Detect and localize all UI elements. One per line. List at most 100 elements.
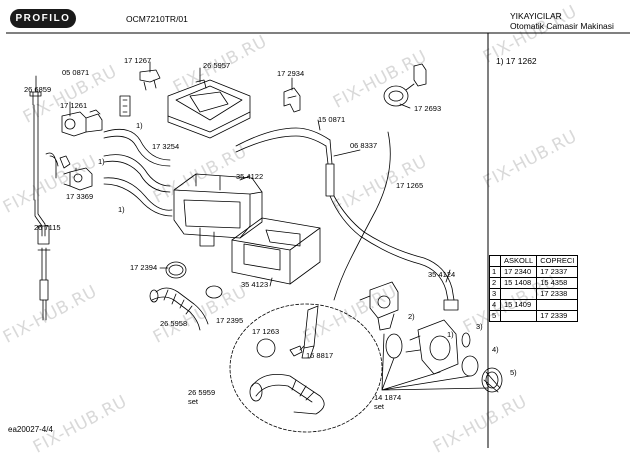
table-cell bbox=[499, 288, 538, 300]
elbow-pipe bbox=[45, 152, 59, 179]
table-header-cell: ASKOLL bbox=[499, 255, 538, 267]
detergent-drawer bbox=[173, 173, 263, 247]
footer-code: ea20027-4/4 bbox=[8, 425, 53, 434]
model-number: OCM7210TR/01 bbox=[126, 14, 188, 24]
callout-label: 3) bbox=[476, 322, 483, 331]
part-label: 35 4122 bbox=[236, 172, 264, 181]
supplier-parts-table: ASKOLL COPRECI 1 17 2340 17 2337 2 15 14… bbox=[489, 255, 579, 322]
part-label: 15 0871 bbox=[318, 115, 346, 124]
table-cell: 17 2339 bbox=[536, 310, 579, 322]
callout-label: 1) bbox=[118, 205, 125, 214]
pump-ring bbox=[461, 332, 471, 348]
part-label: 17 3254 bbox=[152, 142, 180, 151]
table-row: 2 15 1408 15 4358 bbox=[489, 277, 579, 289]
leader-354123 bbox=[269, 277, 273, 287]
part-label: set bbox=[188, 397, 199, 406]
pump-filter bbox=[481, 367, 503, 393]
part-label: 26 5957 bbox=[203, 61, 231, 70]
side-note: 1) 17 1262 bbox=[496, 56, 537, 66]
part-label: 26 5959 bbox=[188, 388, 216, 397]
leader-168817 bbox=[299, 345, 305, 351]
corrugated-hose bbox=[149, 287, 209, 331]
callout-label: 2) bbox=[408, 312, 415, 321]
pump-seal-ring bbox=[461, 355, 479, 377]
leader-354124 bbox=[445, 269, 451, 283]
part-label: 17 1263 bbox=[252, 327, 280, 336]
part-label: 17 3369 bbox=[66, 192, 94, 201]
hose-lower bbox=[103, 177, 173, 217]
table-row: 5 17 2339 bbox=[489, 310, 579, 322]
callout-label: 1) bbox=[98, 157, 105, 166]
table-cell: 5 bbox=[489, 310, 501, 322]
part-label: 17 2934 bbox=[277, 69, 305, 78]
leader-lines-pump bbox=[381, 333, 489, 391]
table-row: 4 15 1409 bbox=[489, 299, 579, 311]
category-subtitle: Otomatik Camasir Makinasi bbox=[510, 21, 614, 31]
detail-filter bbox=[301, 305, 319, 359]
detail-pump-hose bbox=[249, 373, 325, 415]
seal-ring-small bbox=[205, 285, 223, 299]
part-label: 06 8337 bbox=[350, 141, 378, 150]
leader-150871 bbox=[317, 119, 321, 131]
table-cell: 15 4358 bbox=[536, 277, 579, 289]
hose-upper bbox=[103, 128, 171, 167]
table-cell: 17 2338 bbox=[536, 288, 579, 300]
pressure-tube bbox=[333, 131, 391, 301]
table-cell: 17 2340 bbox=[499, 266, 538, 278]
small-clip bbox=[119, 95, 131, 117]
part-label: set bbox=[374, 402, 385, 411]
part-label: 26 5958 bbox=[160, 319, 188, 328]
hose-middle bbox=[103, 154, 171, 193]
valve-small bbox=[59, 155, 93, 191]
connector-plug bbox=[139, 69, 161, 91]
table-row: 3 17 2338 bbox=[489, 288, 579, 300]
part-label: 35 4123 bbox=[241, 280, 269, 289]
pressure-switch bbox=[383, 63, 427, 107]
hose-bracket bbox=[283, 87, 301, 113]
inlet-valve bbox=[61, 109, 103, 137]
drawer-cover bbox=[167, 79, 251, 139]
detail-ring bbox=[256, 338, 276, 358]
leader-068337 bbox=[333, 149, 361, 157]
pump-housing bbox=[405, 319, 459, 375]
table-row: 1 17 2340 17 2337 bbox=[489, 266, 579, 278]
drain-hose-long bbox=[329, 195, 459, 311]
part-label: 17 2395 bbox=[216, 316, 244, 325]
pump-seal bbox=[385, 333, 403, 359]
callout-label: 1) bbox=[136, 121, 143, 130]
part-label: 16 8817 bbox=[306, 351, 334, 360]
leader-172693 bbox=[399, 103, 411, 109]
part-label: 17 2394 bbox=[130, 263, 158, 272]
table-cell: 15 1408 bbox=[499, 277, 538, 289]
drain-pump bbox=[359, 281, 399, 331]
table-cell: 1 bbox=[489, 266, 501, 278]
part-label: 05 0871 bbox=[62, 68, 90, 77]
callout-label: 4) bbox=[492, 345, 499, 354]
part-label: 35 4124 bbox=[428, 270, 456, 279]
drawer-housing bbox=[231, 217, 321, 285]
callout-label: 5) bbox=[510, 368, 517, 377]
seal-ring bbox=[165, 261, 187, 279]
table-header-cell: COPRECI bbox=[536, 255, 579, 267]
part-label: 17 2693 bbox=[414, 104, 442, 113]
brand-logo: PROFILO bbox=[10, 9, 76, 28]
table-cell bbox=[499, 310, 538, 322]
detail-clip bbox=[289, 345, 303, 357]
part-label: 26 6859 bbox=[24, 85, 52, 94]
part-label: 17 1261 bbox=[60, 101, 88, 110]
part-label: 14 1874 bbox=[374, 393, 402, 402]
table-cell bbox=[536, 299, 579, 311]
table-cell: 2 bbox=[489, 277, 501, 289]
leader-354122 bbox=[239, 175, 251, 181]
table-cell: 3 bbox=[489, 288, 501, 300]
table-header-row: ASKOLL COPRECI bbox=[489, 255, 579, 267]
inlet-hose bbox=[29, 91, 50, 245]
callout-label: 1) bbox=[447, 330, 454, 339]
drain-hose-vertical bbox=[37, 247, 51, 321]
table-cell: 4 bbox=[489, 299, 501, 311]
bellow-hose bbox=[235, 127, 335, 197]
category-title: YIKAYICILAR bbox=[510, 11, 562, 21]
table-cell: 17 2337 bbox=[536, 266, 579, 278]
part-label: 17 1267 bbox=[124, 56, 152, 65]
